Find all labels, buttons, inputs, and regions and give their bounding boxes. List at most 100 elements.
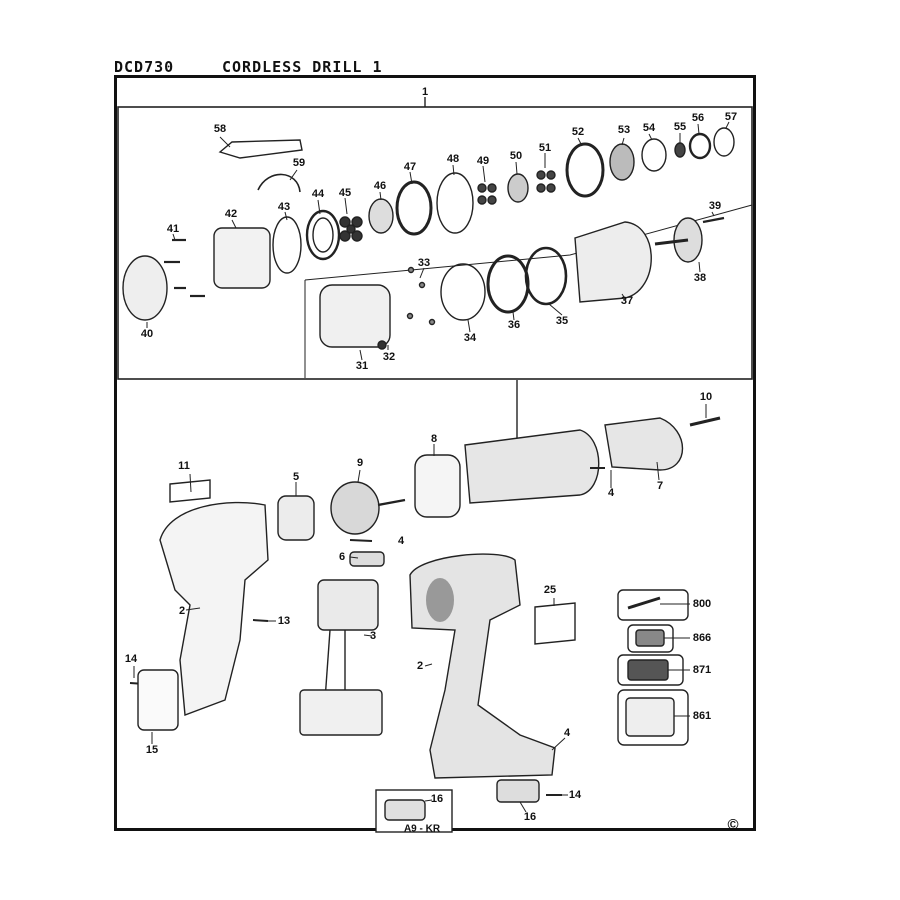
part-49-gears: [477, 183, 497, 205]
part-54-plate: [641, 138, 667, 172]
gearbox-assembly: [464, 429, 600, 504]
callout-8: 8: [430, 433, 438, 445]
callout-43: 43: [277, 201, 291, 213]
callout-800: 800: [692, 598, 712, 610]
callout-861: 861: [692, 710, 712, 722]
part-9-armature: [330, 481, 380, 535]
part-10-screw: [689, 416, 721, 427]
callout-25: 25: [543, 584, 557, 596]
callout-15: 15: [145, 744, 159, 756]
callout-51: 51: [538, 142, 552, 154]
callout-38: 38: [693, 272, 707, 284]
callout-33: 33: [417, 257, 431, 269]
callout-57: 57: [724, 111, 738, 123]
part-16-latch: [496, 779, 540, 803]
part-52-ring-gear: [565, 142, 605, 198]
part-36-spring: [486, 254, 530, 314]
part-41-screws: [164, 238, 205, 298]
part-46-carrier: [368, 198, 394, 234]
part-44-ring: [305, 209, 341, 261]
part-43-washer: [272, 216, 302, 274]
callout-13: 13: [277, 615, 291, 627]
callout-54: 54: [642, 122, 656, 134]
part-50-carrier: [507, 173, 529, 203]
callout-40: 40: [140, 328, 154, 340]
part-51-gears: [536, 170, 556, 193]
part-11-label: [169, 479, 211, 503]
callout-34: 34: [463, 332, 477, 344]
callout-14a: 14: [124, 653, 138, 665]
callout-4b: 4: [397, 535, 405, 547]
part-4-screw-a: [349, 539, 373, 542]
part-56-bearing: [688, 132, 712, 160]
accessory-box-800: [617, 589, 689, 621]
part-13-pin: [252, 619, 269, 622]
part-57-washer: [713, 127, 735, 157]
part-3-switch: [317, 579, 379, 631]
copyright-symbol: ©: [727, 816, 739, 834]
callout-37: 37: [620, 295, 634, 307]
part-35-ring: [524, 246, 568, 306]
part-45-planet-gears: [339, 216, 363, 242]
part-15-plate: [137, 669, 179, 731]
callout-866: 866: [692, 632, 712, 644]
callout-53: 53: [617, 124, 631, 136]
callout-56: 56: [691, 112, 705, 124]
callout-48: 48: [446, 153, 460, 165]
callout-16b: 16: [523, 811, 537, 823]
callout-11: 11: [178, 460, 190, 472]
callout-16a: 16: [430, 793, 444, 805]
part-7-collar: [604, 417, 684, 471]
part-40-endplate: [122, 255, 168, 321]
callout-4a: 4: [607, 487, 615, 499]
callout-31: 31: [355, 360, 369, 372]
callout-6: 6: [338, 551, 346, 563]
callout-32: 32: [382, 351, 396, 363]
callout-59: 59: [292, 157, 306, 169]
callout-5: 5: [292, 471, 300, 483]
part-2-left-housing: [159, 501, 269, 716]
part-34-plate: [440, 263, 486, 321]
callout-14b: 14: [568, 789, 582, 801]
callout-50: 50: [509, 150, 523, 162]
callout-35: 35: [555, 315, 569, 327]
model-number: DCD730: [114, 58, 175, 76]
callout-42: 42: [224, 208, 238, 220]
diagram-title: CORDLESS DRILL 1: [222, 58, 383, 76]
callout-871: 871: [692, 664, 712, 676]
callout-1: 1: [421, 86, 429, 98]
a9-kr-code: A9 - KR: [403, 823, 441, 835]
part-32-ball: [377, 340, 387, 350]
callout-55: 55: [673, 121, 687, 133]
gearbox-subassembly-box: [117, 106, 753, 380]
part-58-plate: [218, 139, 303, 159]
callout-36: 36: [507, 319, 521, 331]
callout-39: 39: [708, 200, 722, 212]
callout-7: 7: [656, 480, 664, 492]
callout-44: 44: [311, 188, 325, 200]
part-31-clutch-housing: [319, 284, 391, 348]
switch-base: [299, 689, 383, 736]
part-47-ring-gear: [395, 180, 433, 236]
callout-58: 58: [213, 123, 227, 135]
part-39-screw: [702, 216, 725, 224]
callout-9: 9: [356, 457, 364, 469]
callout-52: 52: [571, 126, 585, 138]
callout-2b: 2: [416, 660, 424, 672]
callout-41: 41: [166, 223, 180, 235]
callout-2a: 2: [178, 605, 186, 617]
part-25-label: [534, 602, 576, 645]
callout-47: 47: [403, 161, 417, 173]
callout-10: 10: [699, 391, 713, 403]
part-33-pins: [406, 266, 436, 326]
callout-4c: 4: [563, 727, 571, 739]
part-5-brush-holder: [277, 495, 315, 541]
part-53-carrier: [609, 143, 635, 181]
callout-46: 46: [373, 180, 387, 192]
part-48-washer: [436, 172, 474, 234]
callout-49: 49: [476, 155, 490, 167]
callout-3: 3: [369, 630, 377, 642]
part-37-collar: [574, 221, 652, 303]
callout-45: 45: [338, 187, 352, 199]
part-6-button: [349, 551, 385, 567]
